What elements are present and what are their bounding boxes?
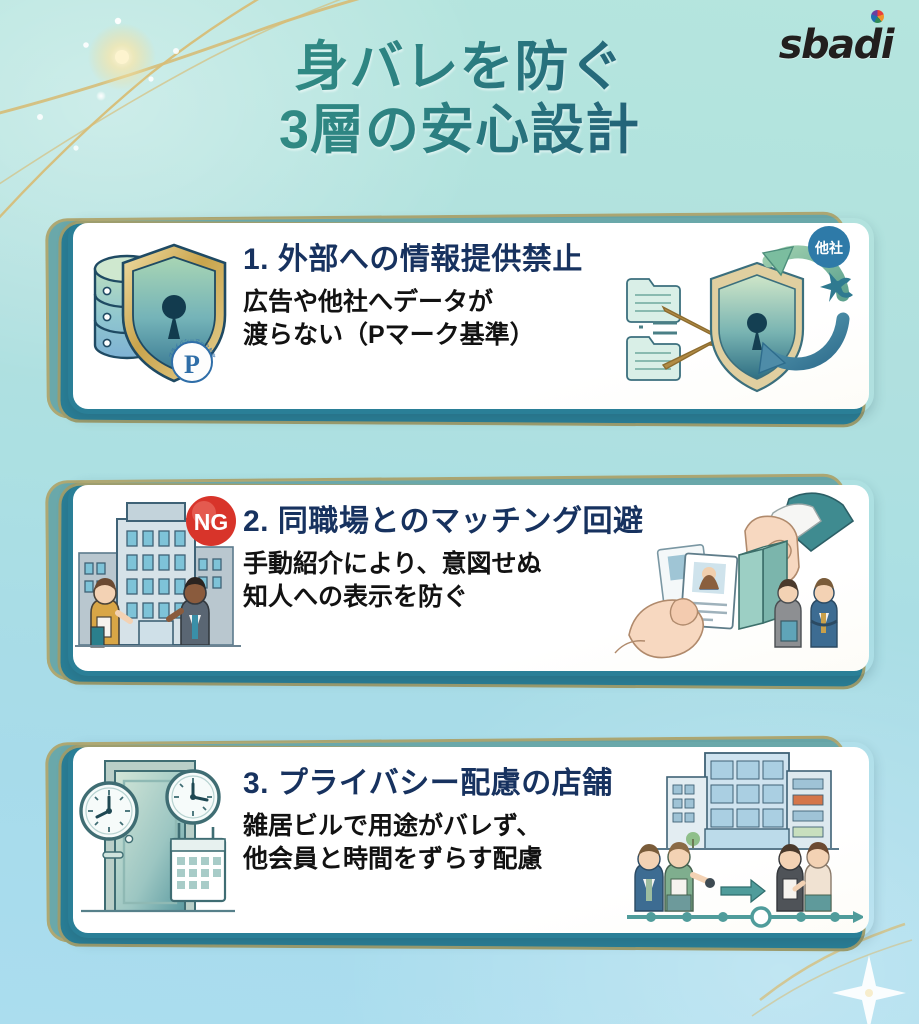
clock-icon-left	[79, 781, 139, 841]
person-woman-icon	[90, 578, 133, 648]
card-surface[interactable]: NG 2. 同職場とのマッチング回避 手動紹介により、意図せぬ 知人への表示を防…	[68, 480, 874, 676]
clock-icon-right	[165, 769, 221, 825]
feature-card-1[interactable]: P プライバシーマーク制度 1. 外部への情報提供禁止 広告や他社へデータが 渡…	[45, 211, 876, 428]
card-1-title: 1. 外部への情報提供禁止	[243, 243, 583, 276]
card-3-title: 3. プライバシー配慮の店舗	[243, 767, 613, 800]
svg-text:NG: NG	[194, 509, 229, 535]
brand-logo-text: sbadi	[779, 22, 895, 68]
calendar-icon	[169, 823, 227, 903]
header: sbadi 身バレを防ぐ 3層の安心設計	[0, 0, 919, 200]
ng-badge: NG	[186, 496, 236, 546]
card-3-body-line-2: 他会員と時間をずらす配慮	[243, 845, 543, 873]
card-1-body-line-2: 渡らない（Pマーク基準）	[243, 321, 535, 349]
card-3-left-illustration	[73, 747, 243, 933]
card-2-body-line-2: 知人への表示を防ぐ	[243, 583, 469, 611]
page-title-line-2: 3層の安心設計	[278, 100, 641, 161]
card-surface[interactable]: 3. プライバシー配慮の店舗 雑居ビルで用途がバレず、 他会員と時間をずらす配慮	[68, 742, 874, 938]
privacy-mark-p-icon: P プライバシーマーク制度	[168, 338, 217, 383]
person-man-icon	[166, 577, 210, 646]
card-1-left-illustration: P プライバシーマーク制度	[73, 223, 243, 409]
card-3-body-line-1: 雑居ビルで用途がバレず、	[243, 812, 542, 840]
page-title-line-1: 身バレを防ぐ	[294, 37, 625, 97]
card-1-body: 広告や他社へデータが 渡らない（Pマーク基準）	[243, 286, 869, 352]
feature-card-2[interactable]: NG 2. 同職場とのマッチング回避 手動紹介により、意図せぬ 知人への表示を防…	[45, 473, 876, 690]
card-2-body: 手動紹介により、意図せぬ 知人への表示を防ぐ	[243, 548, 869, 614]
page-title: 身バレを防ぐ 3層の安心設計	[0, 36, 919, 162]
card-1-body-line-1: 広告や他社へデータが	[243, 288, 494, 316]
card-2-body-line-1: 手動紹介により、意図せぬ	[243, 550, 542, 578]
brand-logo: sbadi	[779, 10, 895, 68]
card-3-body: 雑居ビルで用途がバレず、 他会員と時間をずらす配慮	[243, 810, 869, 876]
feature-card-3[interactable]: 3. プライバシー配慮の店舗 雑居ビルで用途がバレず、 他会員と時間をずらす配慮	[45, 735, 876, 952]
card-2-title: 2. 同職場とのマッチング回避	[243, 505, 644, 538]
card-surface[interactable]: P プライバシーマーク制度 1. 外部への情報提供禁止 広告や他社へデータが 渡…	[68, 218, 874, 414]
rainbow-dot-icon	[871, 10, 884, 23]
card-2-left-illustration: NG	[73, 485, 243, 671]
svg-text:P: P	[184, 350, 200, 379]
